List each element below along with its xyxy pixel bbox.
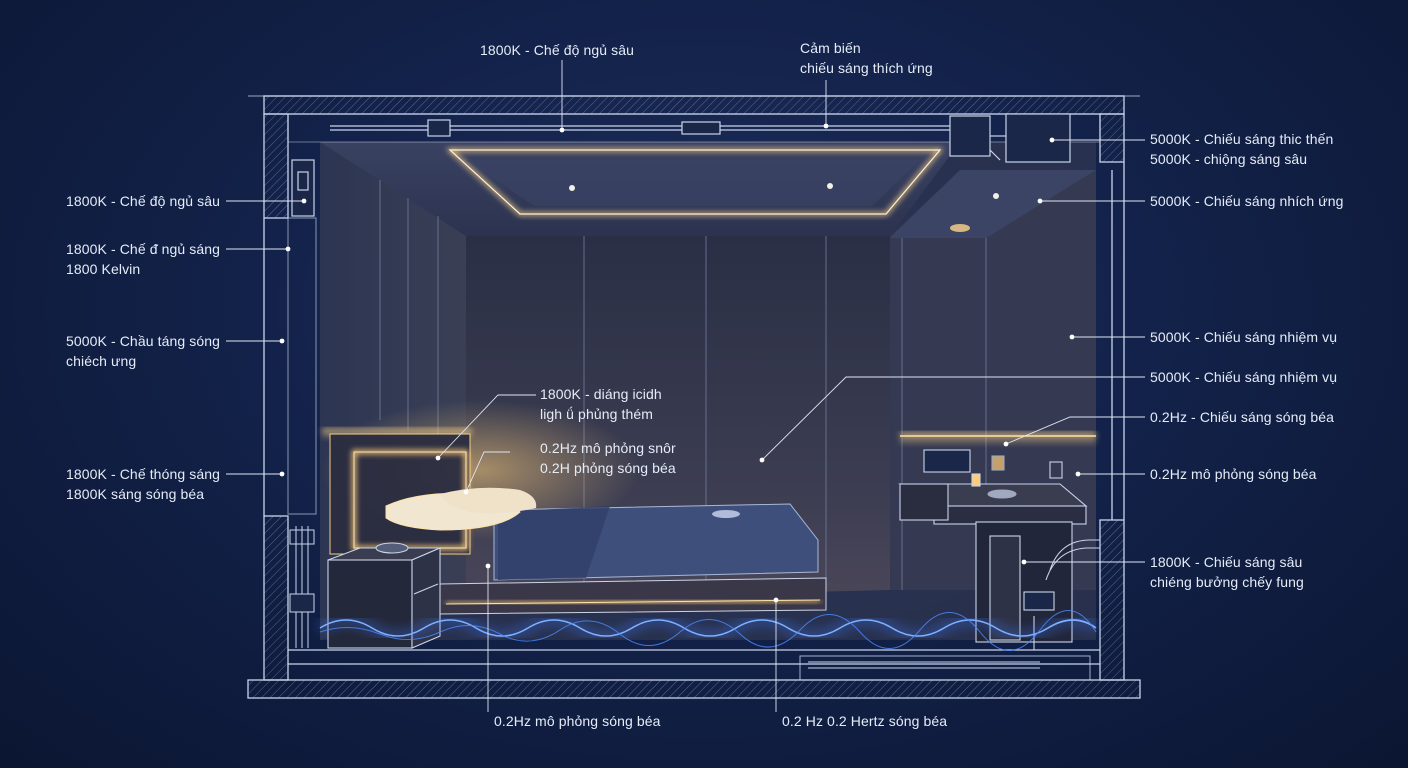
label-right-5-line-1: 0.2Hz - Chiếu sáng sóng béa <box>1150 409 1335 425</box>
leader-lines <box>226 60 1145 712</box>
label-bottom-1-line-1: 0.2Hz mô phỏng sóng béa <box>494 713 661 729</box>
label-center-1: 1800K - diáng icidh ligh ǘ phủng thém <box>540 384 662 424</box>
label-right-1-line-1: 5000K - Chiếu sáng thic thến <box>1150 131 1334 147</box>
label-bottom-2: 0.2 Hz 0.2 Hertz sóng béa <box>782 711 947 731</box>
label-center-2: 0.2Hz mô phỏng snôr 0.2H phỏng sóng béa <box>540 438 676 478</box>
label-right-7: 1800K - Chiếu sáng sâu chiéng bưởng chếy… <box>1150 552 1304 592</box>
label-right-3: 5000K - Chiếu sáng nhiệm vụ <box>1150 327 1337 347</box>
label-center-2-line-2: 0.2H phỏng sóng béa <box>540 460 676 476</box>
label-left-4-line-2: 1800K sáng sóng béa <box>66 486 205 502</box>
label-bottom-2-line-1: 0.2 Hz 0.2 Hertz sóng béa <box>782 713 948 729</box>
label-right-4-line-1: 5000K - Chiếu sáng nhiệm vụ <box>1150 369 1338 385</box>
label-right-6-line-1: 0.2Hz mô phỏng sóng béa <box>1150 466 1317 482</box>
label-top-center: 1800K - Chế độ ngủ sâu <box>480 40 634 60</box>
label-right-2: 5000K - Chiếu sáng nhích ứng <box>1150 191 1344 211</box>
label-right-7-line-2: chiéng bưởng chếy fung <box>1150 574 1304 590</box>
label-left-2-line-2: 1800 Kelvin <box>66 261 141 277</box>
label-top-sensor: Cảm biến chiếu sáng thích ứng <box>800 38 933 78</box>
label-top-sensor-line-1: Cảm biến <box>800 40 861 56</box>
label-center-1-line-2: ligh ǘ phủng thém <box>540 406 654 422</box>
label-right-1: 5000K - Chiếu sáng thic thến 5000K - chi… <box>1150 129 1333 169</box>
label-left-3-line-1: 5000K - Chầu táng sóng <box>66 333 220 349</box>
label-left-4: 1800K - Chế thóng sáng 1800K sáng sóng b… <box>66 464 220 504</box>
label-right-2-line-1: 5000K - Chiếu sáng nhích ứng <box>1150 193 1344 209</box>
ceiling-ducts <box>287 113 1101 515</box>
label-left-1: 1800K - Chế độ ngủ sâu <box>66 191 220 211</box>
label-right-7-line-1: 1800K - Chiếu sáng sâu <box>1150 554 1303 570</box>
label-right-1-line-2: 5000K - chiộng sáng sâu <box>1150 151 1308 167</box>
label-right-6: 0.2Hz mô phỏng sóng béa <box>1150 464 1317 484</box>
label-right-3-line-1: 5000K - Chiếu sáng nhiệm vụ <box>1150 329 1338 345</box>
bed <box>320 400 827 615</box>
label-center-2-line-1: 0.2Hz mô phỏng snôr <box>540 440 676 456</box>
label-left-2-line-1: 1800K - Chế ᵭ ngủ sáng <box>66 241 220 257</box>
label-left-4-line-1: 1800K - Chế thóng sáng <box>66 466 220 482</box>
building-structure <box>247 95 1141 699</box>
label-right-5: 0.2Hz - Chiếu sáng sóng béa <box>1150 407 1334 427</box>
label-left-3: 5000K - Chầu táng sóng chiéch ưng <box>66 331 220 371</box>
label-left-3-line-2: chiéch ưng <box>66 353 137 369</box>
label-top-center-line-1: 1800K - Chế độ ngủ sâu <box>480 42 634 58</box>
label-bottom-1: 0.2Hz mô phỏng sóng béa <box>494 711 661 731</box>
label-left-1-line-1: 1800K - Chế độ ngủ sâu <box>66 193 220 209</box>
label-center-1-line-1: 1800K - diáng icidh <box>540 386 662 402</box>
leader-dots <box>279 123 1081 603</box>
wall-conduits <box>289 526 1091 681</box>
label-top-sensor-line-2: chiếu sáng thích ứng <box>800 60 933 76</box>
label-left-2: 1800K - Chế ᵭ ngủ sáng 1800 Kelvin <box>66 239 220 279</box>
label-right-4: 5000K - Chiếu sáng nhiệm vụ <box>1150 367 1337 387</box>
wave-light <box>317 610 1099 651</box>
